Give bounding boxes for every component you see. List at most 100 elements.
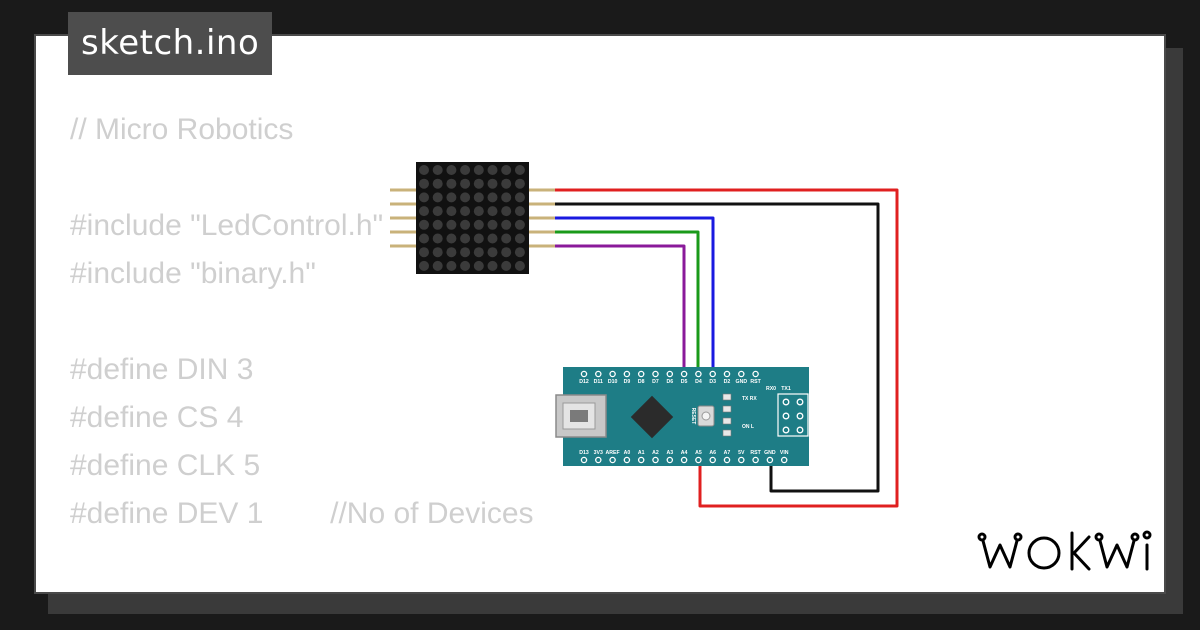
pin-label: D2 [724, 379, 731, 385]
pin-label: TX1 [781, 386, 791, 392]
wire-blue[interactable] [553, 216, 715, 375]
pin-label: A2 [652, 450, 659, 456]
reset-button[interactable] [697, 405, 715, 427]
icsp-pin [782, 426, 790, 434]
pin-label: 3V3 [594, 450, 603, 456]
matrix-led [446, 247, 457, 258]
pin-bot-a1[interactable] [637, 456, 645, 464]
file-tab[interactable]: sketch.ino [68, 12, 273, 75]
code-line: // Micro Robotics [70, 113, 294, 146]
pin-top-d6[interactable] [666, 370, 674, 378]
pin-bot-a3[interactable] [666, 456, 674, 464]
matrix-led [501, 165, 512, 175]
icsp-pin [782, 398, 790, 406]
pin-label: 5V [738, 450, 745, 456]
pin-top-rst[interactable] [752, 370, 759, 378]
matrix-led [473, 233, 484, 244]
code-line: #include "binary.h" [70, 257, 316, 290]
pin-label: D13 [579, 450, 589, 456]
pin-top-d4[interactable] [695, 370, 702, 378]
pin-label: VIN [780, 450, 789, 456]
matrix-led [487, 178, 498, 189]
pin-bot-vin[interactable] [780, 456, 788, 464]
pin-label: RX0 [766, 386, 776, 392]
led-matrix[interactable] [390, 162, 555, 274]
board-led [722, 393, 732, 401]
matrix-led [446, 192, 457, 203]
matrix-led [432, 206, 443, 217]
icsp-pin [796, 398, 804, 406]
pin-label: D11 [594, 379, 603, 385]
pin-bot-a6[interactable] [709, 456, 716, 464]
code-line: #define DEV 1 //No of Devices [70, 497, 534, 530]
pin-top-d3[interactable] [709, 370, 716, 378]
matrix-body [416, 162, 529, 274]
matrix-led [446, 165, 457, 175]
pin-label: AREF [606, 450, 620, 456]
wire-purple[interactable] [553, 244, 686, 375]
pin-bot-gnd[interactable] [766, 456, 774, 464]
pin-label: D12 [579, 379, 589, 385]
pin-bot-a5[interactable] [695, 456, 702, 464]
pin-bot-a2[interactable] [652, 456, 659, 464]
matrix-led [460, 165, 471, 175]
icsp-pin [796, 426, 804, 434]
matrix-led [446, 219, 457, 230]
code-line: #include "LedControl.h" [70, 209, 384, 242]
icsp-header [777, 393, 809, 437]
matrix-led [487, 233, 498, 244]
pin-label: GND [764, 450, 776, 456]
preview-card: // Micro Robotics #include "LedControl.h"… [34, 34, 1166, 594]
pin-top-d9[interactable] [623, 370, 631, 378]
pin-bot-rst[interactable] [752, 456, 759, 464]
pin-bot-d13[interactable] [580, 456, 588, 464]
pin-bot-3v3[interactable] [595, 456, 602, 464]
pin-bot-a4[interactable] [680, 456, 688, 464]
pin-top-d5[interactable] [680, 370, 688, 378]
pin-top-d11[interactable] [595, 370, 602, 378]
matrix-led [460, 260, 471, 271]
pin-label: A3 [666, 450, 673, 456]
icsp-pin [782, 412, 790, 420]
pin-bot-a0[interactable] [623, 456, 631, 464]
matrix-leds [419, 165, 525, 271]
matrix-led [446, 178, 457, 189]
pin-label: A7 [724, 450, 731, 456]
matrix-led [432, 178, 443, 189]
matrix-led [501, 219, 512, 230]
pin-top-d2[interactable] [723, 370, 731, 378]
matrix-led [487, 260, 498, 271]
matrix-led [460, 192, 471, 203]
matrix-led [514, 165, 525, 175]
matrix-led [446, 233, 457, 244]
matrix-led [432, 260, 443, 271]
pin-bot-a7[interactable] [723, 456, 731, 464]
code-line: #define CS 4 [70, 401, 244, 434]
pin-bot-aref[interactable] [609, 456, 616, 464]
wire-green[interactable] [553, 230, 700, 375]
pin-label: A1 [638, 450, 645, 456]
matrix-led [501, 192, 512, 203]
pin-label: A0 [624, 450, 631, 456]
matrix-led [432, 233, 443, 244]
pin-label: A5 [695, 450, 702, 456]
wire-black[interactable] [553, 202, 880, 493]
pin-top-gnd[interactable] [738, 370, 745, 378]
matrix-led [514, 233, 525, 244]
matrix-led [460, 219, 471, 230]
pin-bot-5v[interactable] [738, 456, 745, 464]
matrix-led [487, 192, 498, 203]
pin-top-d7[interactable] [652, 370, 659, 378]
matrix-led [473, 260, 484, 271]
pin-top-d8[interactable] [637, 370, 645, 378]
wire-red[interactable] [553, 188, 899, 508]
matrix-led [460, 178, 471, 189]
board-led [722, 417, 732, 425]
pin-top-d10[interactable] [609, 370, 616, 378]
pin-label: D5 [681, 379, 688, 385]
code-line: #define CLK 5 [70, 449, 261, 482]
pin-top-d12[interactable] [580, 370, 588, 378]
matrix-led [501, 206, 512, 217]
matrix-led [473, 206, 484, 217]
